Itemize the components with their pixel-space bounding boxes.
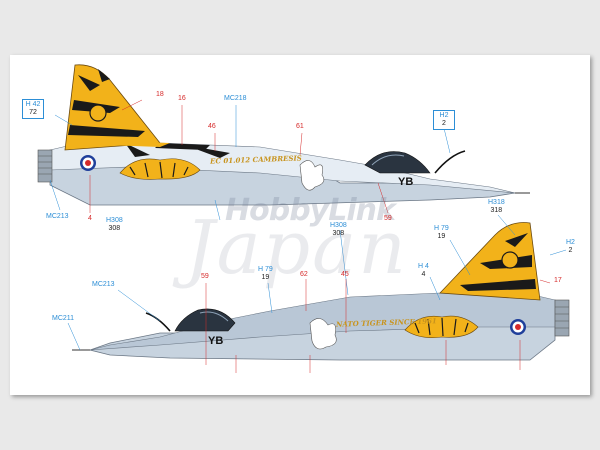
callout-59-top: 59 bbox=[384, 215, 392, 222]
callout-mc211: MC211 bbox=[52, 315, 75, 322]
callout-h308-top-code: H308 bbox=[106, 217, 123, 224]
callout-17: 17 bbox=[554, 277, 562, 284]
top-nose-code: YB bbox=[398, 176, 414, 188]
callout-h79-upper-code: H 79 bbox=[434, 225, 449, 232]
callout-h2-bottom-code: H2 bbox=[566, 239, 575, 246]
callout-h308-bottom: H308 308 bbox=[330, 222, 347, 238]
callout-18: 18 bbox=[156, 91, 164, 98]
leader-lines bbox=[49, 99, 567, 373]
watermark-script: Japan bbox=[185, 205, 408, 291]
decal-sheet: Japan HobbyLink YB EC 01.012 CAMBRESIS Y… bbox=[10, 55, 590, 395]
callout-4: 4 bbox=[88, 215, 92, 222]
aircraft-artwork bbox=[37, 64, 570, 373]
callout-h318: H318 318 bbox=[488, 199, 505, 215]
callout-h2-top-code: H2 bbox=[439, 112, 449, 119]
callout-h308-top-num: 308 bbox=[108, 225, 121, 232]
callout-h318-code: H318 bbox=[488, 199, 505, 206]
callout-h79-lower: H 79 19 bbox=[258, 266, 273, 282]
callout-h308-bottom-code: H308 bbox=[330, 222, 347, 229]
callout-59-bottom: 59 bbox=[201, 273, 209, 280]
callout-16: 16 bbox=[178, 95, 186, 102]
callout-h2-bottom: H2 2 bbox=[566, 239, 575, 255]
callout-mc213-bottom: MC213 bbox=[92, 281, 115, 288]
callout-h79-upper-num: 19 bbox=[437, 233, 446, 240]
callout-h318-num: 318 bbox=[490, 207, 503, 214]
callout-h79-lower-code: H 79 bbox=[258, 266, 273, 273]
callout-h2-top: H2 2 bbox=[433, 110, 455, 130]
callout-h308-bottom-num: 308 bbox=[332, 230, 345, 237]
top-aircraft-profile bbox=[37, 64, 530, 206]
callout-46: 46 bbox=[208, 123, 216, 130]
callout-h42-num: 72 bbox=[29, 109, 37, 116]
callout-61: 61 bbox=[296, 123, 304, 130]
callout-h4: H 4 4 bbox=[418, 263, 429, 279]
callout-h79-lower-num: 19 bbox=[261, 274, 270, 281]
callout-h308-top: H308 308 bbox=[106, 217, 123, 233]
callout-mc213-top: MC213 bbox=[46, 213, 69, 220]
callout-mc218: MC218 bbox=[224, 95, 247, 102]
callout-h2-top-num: 2 bbox=[442, 120, 446, 127]
watermark-logo: HobbyLink bbox=[225, 193, 396, 228]
callout-62: 62 bbox=[300, 271, 308, 278]
callout-h42-code: H 42 bbox=[25, 101, 41, 108]
callout-h42: H 42 72 bbox=[22, 99, 44, 119]
callout-45: 45 bbox=[341, 271, 349, 278]
callout-h79-upper: H 79 19 bbox=[434, 225, 449, 241]
callout-h4-code: H 4 bbox=[418, 263, 429, 270]
bottom-nose-code: YB bbox=[208, 335, 224, 347]
callout-h4-num: 4 bbox=[421, 271, 426, 278]
callout-h2-bottom-num: 2 bbox=[568, 247, 573, 254]
